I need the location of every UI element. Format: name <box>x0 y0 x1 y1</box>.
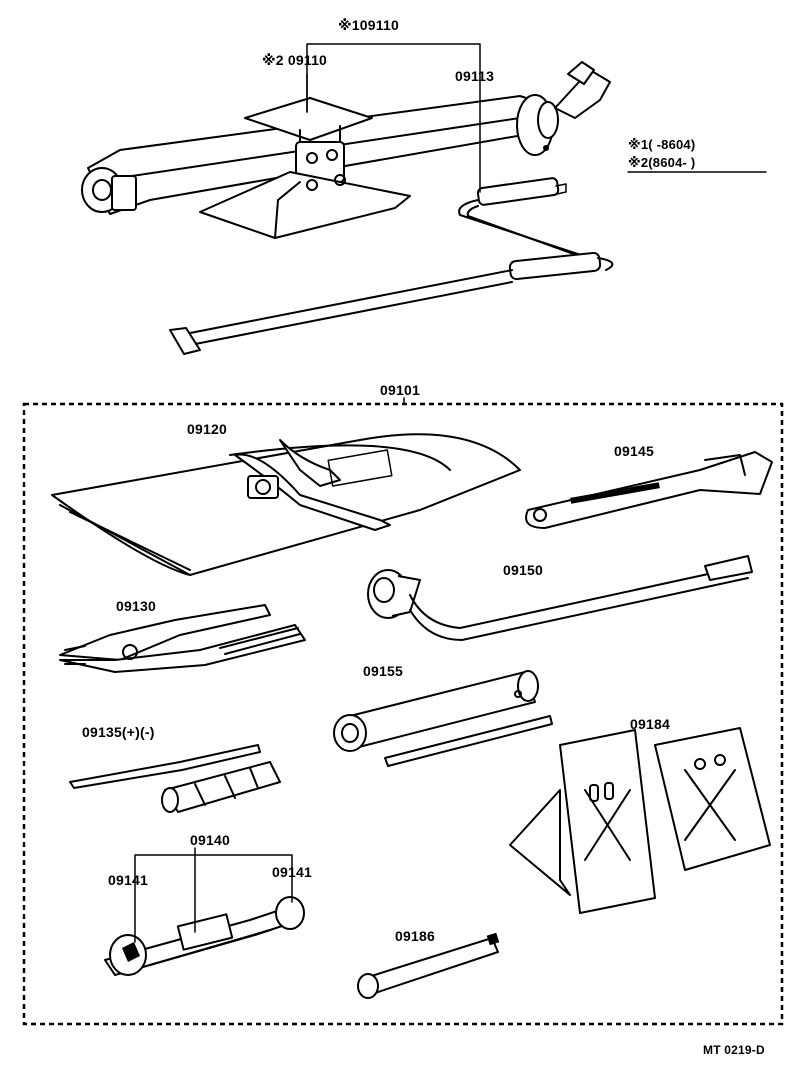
wheel-chocks-drawing <box>509 727 771 914</box>
jack-handle-drawing <box>169 177 614 355</box>
wrench-set-callout-line <box>134 847 293 943</box>
label-wrench-right: 09141 <box>272 864 312 880</box>
pliers-drawing <box>59 604 306 673</box>
label-lug-wrench: 09150 <box>503 562 543 578</box>
figure-code: MT 0219-D <box>703 1043 765 1057</box>
lug-wrench-drawing <box>367 555 753 641</box>
label-applicability-note2: ※2(8604- ) <box>628 155 696 170</box>
label-jack-assembly-note2: ※2 09110 <box>262 52 328 68</box>
label-plug-wrench: 09155 <box>363 663 403 679</box>
tool-bag-drawing <box>51 433 521 576</box>
adjustable-wrench-drawing <box>525 451 773 529</box>
label-tool-bag: 09120 <box>187 421 227 437</box>
label-wheel-chocks: 09184 <box>630 716 670 732</box>
label-wrench-left: 09141 <box>108 872 148 888</box>
tool-kit-boundary <box>22 402 784 1026</box>
label-wrench-set: 09140 <box>190 832 230 848</box>
label-jack-handle: 09113 <box>455 68 495 84</box>
label-pliers: 09130 <box>116 598 156 614</box>
extension-bar-drawing <box>357 932 500 999</box>
wrench-set-drawing <box>104 896 305 976</box>
plug-wrench-drawing <box>333 670 553 767</box>
label-applicability-note1: ※1( -8604) <box>628 137 696 152</box>
label-extension-bar: 09186 <box>395 928 435 944</box>
scissor-jack-drawing <box>81 61 611 239</box>
label-tool-kit: 09101 <box>380 382 420 398</box>
label-jack-assembly-note1: ※109110 <box>338 17 399 33</box>
label-screwdriver: 09135(+)(-) <box>82 724 155 740</box>
label-wrench: 09145 <box>614 443 654 459</box>
screwdriver-drawing <box>69 744 281 813</box>
